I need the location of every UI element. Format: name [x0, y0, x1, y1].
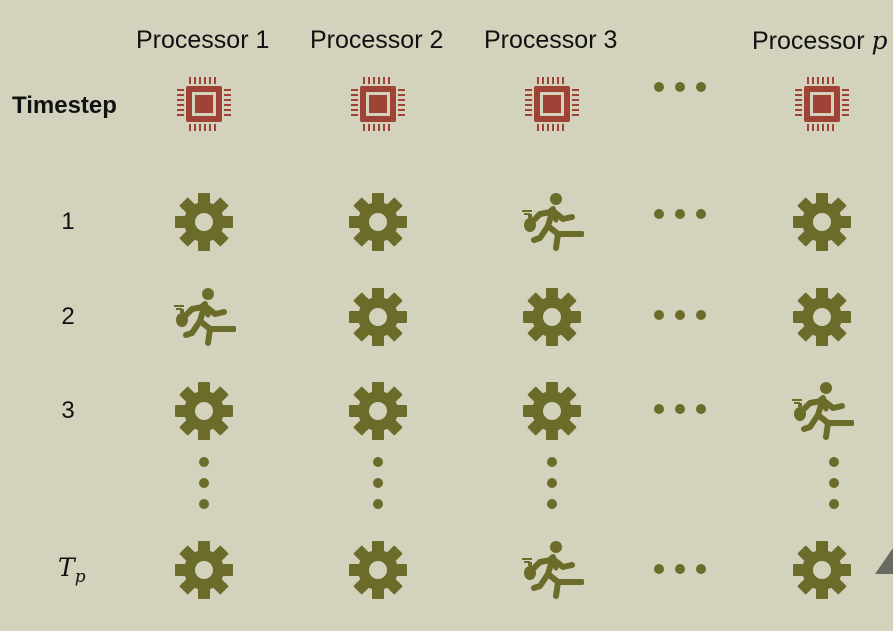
row-label-1: 1	[61, 208, 75, 235]
runner-icon	[520, 538, 584, 602]
runner-icon	[520, 190, 584, 254]
gear-icon	[172, 379, 236, 443]
ellipsis-vertical-icon	[371, 455, 385, 515]
row-label-tp-sub: p	[74, 567, 86, 587]
row-label-tp-base: T	[58, 553, 75, 582]
gear-icon	[346, 285, 410, 349]
row-label-2: 2	[61, 303, 75, 330]
row-label-tp: Tp	[58, 553, 86, 587]
header-processor-p-var: p	[871, 26, 888, 55]
gear-icon	[172, 538, 236, 602]
chip-icon	[172, 72, 236, 136]
runner-icon	[172, 285, 236, 349]
ellipsis-horizontal-icon	[652, 308, 712, 322]
gear-icon	[790, 538, 854, 602]
gear-icon	[172, 190, 236, 254]
runner-icon	[790, 379, 854, 443]
ellipsis-vertical-icon	[545, 455, 559, 515]
header-processor-3: Processor 3	[484, 26, 618, 54]
chip-icon	[790, 72, 854, 136]
header-processor-p-prefix: Processor	[752, 27, 872, 55]
timestep-label: Timestep	[12, 92, 117, 119]
header-processor-1: Processor 1	[136, 26, 270, 54]
gear-icon	[790, 190, 854, 254]
chip-icon	[520, 72, 584, 136]
gear-icon	[346, 379, 410, 443]
header-processor-p: Processor p	[752, 26, 888, 56]
row-label-3: 3	[61, 397, 75, 424]
triangle-shape	[875, 548, 893, 574]
chip-icon	[346, 72, 410, 136]
ellipsis-horizontal-icon	[652, 562, 712, 576]
gear-icon	[346, 190, 410, 254]
header-processor-2: Processor 2	[310, 26, 444, 54]
gear-icon	[790, 285, 854, 349]
gear-icon	[520, 285, 584, 349]
ellipsis-vertical-icon	[197, 455, 211, 515]
ellipsis-horizontal-icon	[652, 207, 712, 221]
gear-icon	[346, 538, 410, 602]
gear-icon	[520, 379, 584, 443]
ellipsis-vertical-icon	[827, 455, 841, 515]
ellipsis-horizontal-icon	[652, 402, 712, 416]
ellipsis-horizontal-icon	[652, 80, 712, 94]
